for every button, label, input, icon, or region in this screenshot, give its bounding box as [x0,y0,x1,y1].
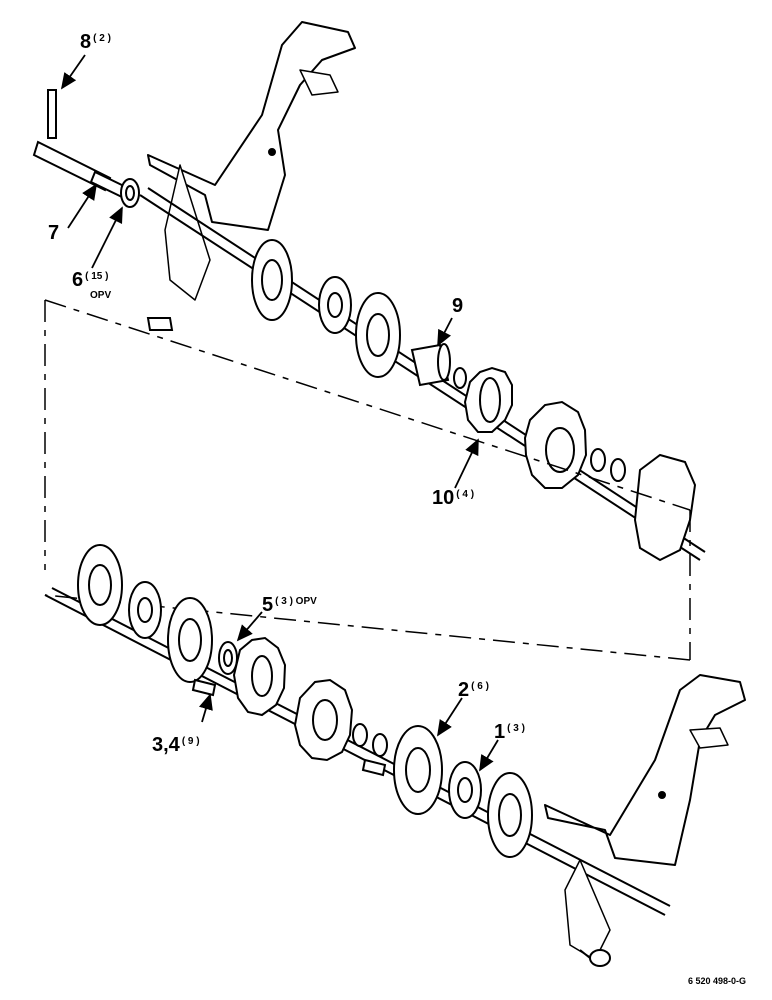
pin-part-8 [32,89,112,192]
callout-5: 5( 3 ) OPV [262,595,317,615]
lower-flange-right [487,772,533,858]
callout-2-qty: ( 6 ) [471,681,489,692]
callout-5-number: 5 [262,594,274,616]
drawing-number: 6 520 498-0-G [687,976,746,986]
upper-bracket [147,21,356,301]
upper-hub-casting [633,453,697,562]
callout-2-number: 2 [458,679,470,701]
callout-6-note: OPV [90,290,112,301]
lower-shaft [44,587,671,916]
callout-1-qty: ( 3 ) [507,723,525,734]
bearing-part-5 [218,641,238,675]
callout-10: 10( 4 ) [432,488,474,508]
upper-flange-discs [251,239,401,378]
callout-9: 9 [452,296,463,316]
callout-3-4-qty: ( 9 ) [181,736,200,747]
callout-10-qty: ( 4 ) [456,489,475,500]
callout-1: 1( 3 ) [494,722,525,742]
callout-1-number: 1 [494,721,506,743]
callout-6-qty: ( 15 ) [85,271,109,282]
callout-8: 8( 2 ) [80,32,111,52]
upper-bolt [146,317,174,331]
callout-7-number: 7 [48,222,60,244]
callout-9-number: 9 [452,295,464,317]
leader-arrows [60,54,499,772]
upper-sprocket [523,400,626,489]
bearing-part-1 [448,761,482,819]
callout-10-number: 10 [432,487,455,509]
callout-3-4: 3,4( 9 ) [152,735,200,755]
callout-3-4-number: 3,4 [152,734,180,756]
lower-sprocket [293,678,388,762]
callout-8-qty: ( 2 ) [93,33,111,44]
lower-bracket [544,674,746,961]
callout-7: 7 [48,223,59,243]
lower-flange-discs [77,544,213,683]
bevel-gear-part-10 [463,366,513,433]
callout-8-number: 8 [80,31,92,53]
bolt-part-3-4 [191,678,217,697]
lower-nut [579,949,611,967]
bushing-part-9 [410,343,451,387]
lower-bolt [361,758,387,777]
callout-6-number: 6 [72,269,84,291]
callout-2: 2( 6 ) [458,680,489,700]
callout-6: 6( 15 ) OPV [72,270,111,301]
flange-part-2 [393,725,443,815]
washer-upper [453,367,467,389]
callout-5-qty: ( 3 ) OPV [275,596,317,607]
bearing-part-6 [120,178,140,208]
lower-bevel-gear [232,636,287,717]
